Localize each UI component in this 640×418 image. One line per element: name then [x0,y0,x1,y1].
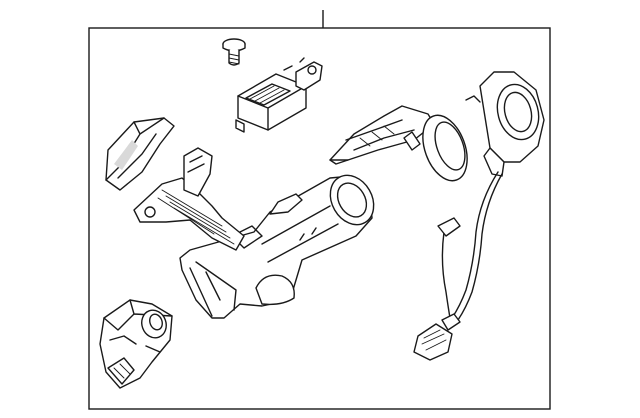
key-cylinder-bracket-part [329,105,468,182]
shroud-cover-part [105,117,175,191]
housing-harness-part [133,147,245,251]
antenna-harness-connector-part [413,171,503,361]
control-module-part [235,57,323,133]
immobilizer-antenna-ring-part [465,71,545,177]
steering-lock-housing-part [179,174,375,319]
ignition-switch-part [99,299,173,389]
assembly-frame [88,27,551,410]
bolt-part [222,38,246,66]
